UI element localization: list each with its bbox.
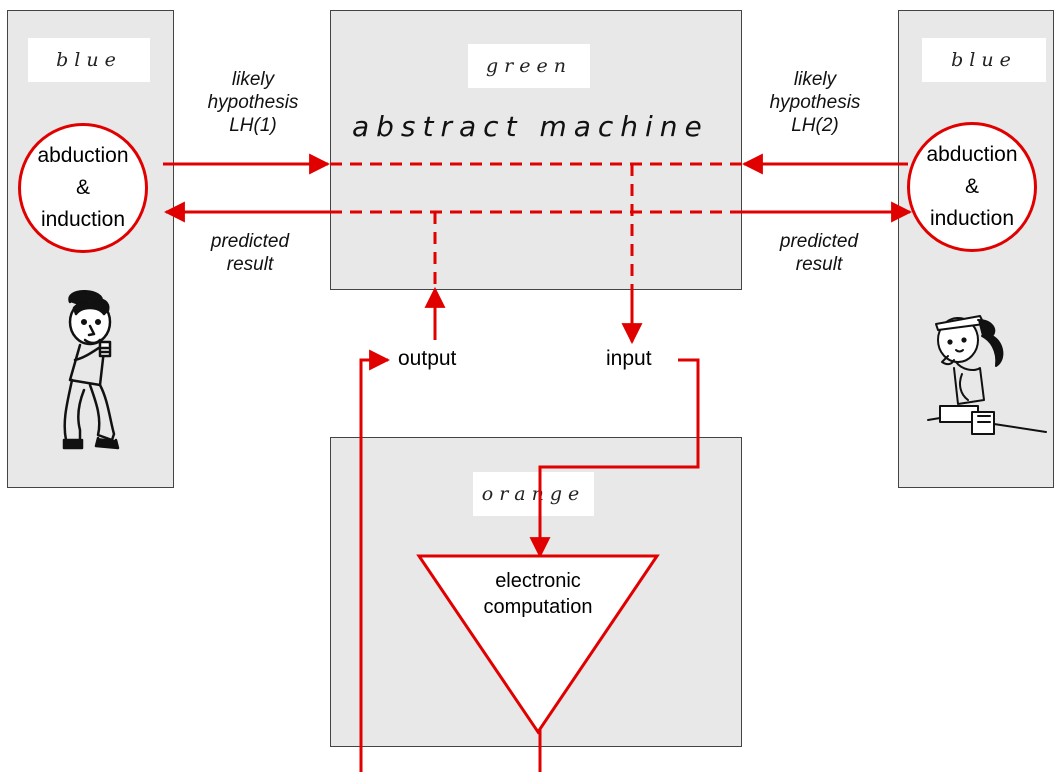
left-circle-line2: &: [75, 176, 90, 199]
left-pred-line1: predicted: [210, 231, 290, 252]
right-pred-line1: predicted: [779, 231, 859, 252]
man-figure: [62, 290, 120, 450]
center-tag: green: [468, 44, 590, 88]
left-pred-line2: result: [226, 254, 274, 275]
woman-figure: [927, 315, 1047, 435]
computation-line2: computation: [483, 596, 593, 618]
right-circle-line3: induction: [929, 207, 1015, 230]
left-abduction-circle: abduction & induction: [18, 123, 148, 253]
right-abduction-circle: abduction & induction: [907, 122, 1037, 252]
left-hypothesis-label: likely hypothesis LH(1): [188, 68, 318, 137]
right-tag: blue: [922, 38, 1046, 82]
input-label: input: [606, 347, 652, 370]
left-circle-line3: induction: [40, 208, 126, 231]
computation-triangle: [416, 554, 660, 735]
computation-label: electronic computation: [448, 568, 628, 620]
left-hyp-line2: hypothesis: [207, 92, 299, 113]
computation-line1: electronic: [495, 570, 581, 592]
right-hyp-line3: LH(2): [791, 115, 839, 136]
left-tag: blue: [28, 38, 150, 82]
bottom-tag: orange: [473, 472, 594, 516]
right-hyp-line1: likely: [793, 69, 837, 90]
return-to-output-wire: [359, 349, 391, 772]
left-hyp-line3: LH(1): [229, 115, 277, 136]
right-predicted-label: predicted result: [754, 230, 884, 276]
right-hypothesis-label: likely hypothesis LH(2): [750, 68, 880, 137]
left-predicted-label: predicted result: [185, 230, 315, 276]
right-pred-line2: result: [795, 254, 843, 275]
right-circle-line2: &: [964, 175, 979, 198]
abstract-machine-title: abstract machine: [352, 110, 709, 143]
output-label: output: [398, 347, 457, 370]
right-circle-line1: abduction: [926, 143, 1018, 166]
left-circle-line1: abduction: [37, 144, 129, 167]
input-to-computation-wire: [529, 358, 700, 559]
left-hyp-line1: likely: [231, 69, 275, 90]
right-hyp-line2: hypothesis: [769, 92, 861, 113]
